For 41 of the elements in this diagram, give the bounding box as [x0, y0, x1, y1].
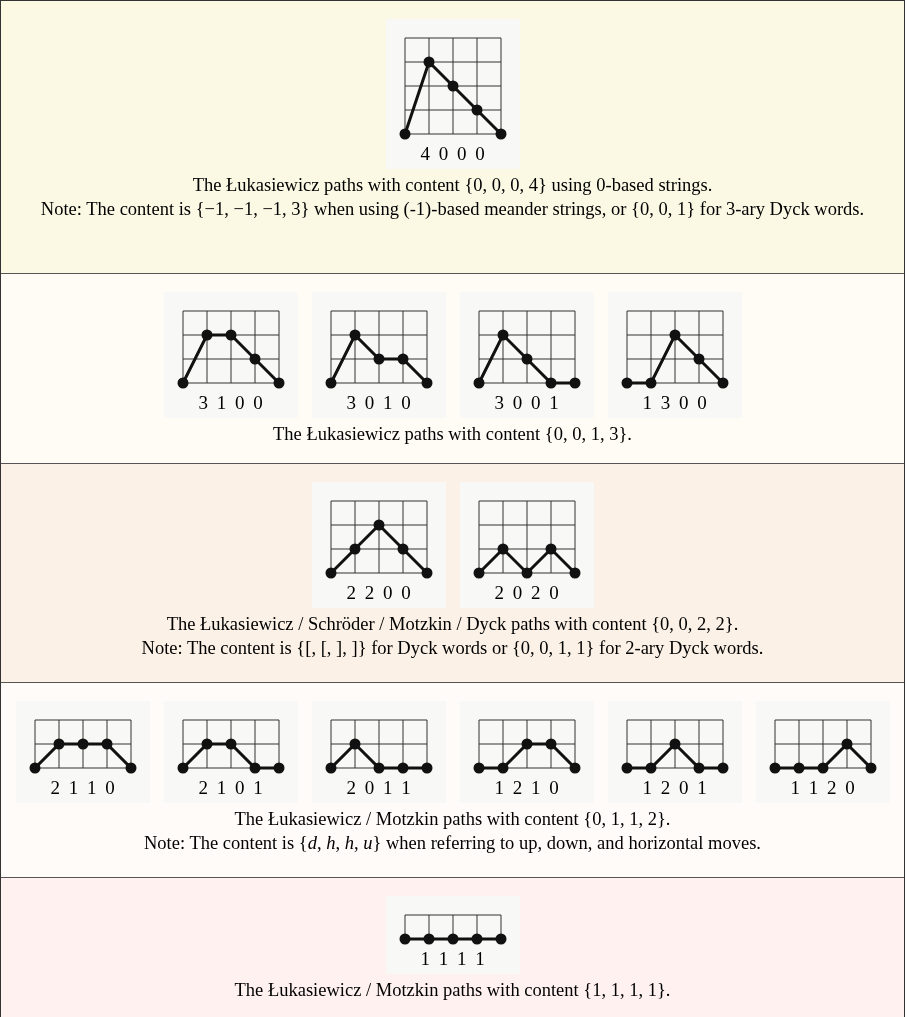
note-text: Note: The content is {d, h, h, u} when referring to up, down, and horizontal moves.: [144, 832, 761, 855]
section-panel: [1, 464, 904, 683]
section-panel: [1, 878, 904, 1017]
path-code: 1 1 1 1: [420, 948, 485, 970]
path-card: [459, 701, 594, 803]
path-code: 2 0 2 0: [494, 582, 559, 604]
path-code: 3 1 0 0: [198, 392, 263, 414]
caption-text: The Łukasiewicz / Motzkin paths with content {0, 1, 1, 2}.: [234, 808, 671, 831]
path-card: [607, 292, 742, 418]
path-code: 2 1 1 0: [50, 777, 115, 799]
note-text: Note: The content is {[, [, ], ]} for Dyck words or {0, 0, 1, 1} for 2-ary Dyck words.: [141, 637, 764, 660]
path-card: [385, 19, 520, 169]
path-code: 1 2 1 0: [494, 777, 559, 799]
path-card: [311, 482, 446, 608]
path-code: 1 1 2 0: [790, 777, 855, 799]
path-card: [311, 701, 446, 803]
path-code: 3 0 1 0: [346, 392, 411, 414]
path-card: [459, 292, 594, 418]
path-card: [607, 701, 742, 803]
path-card: [15, 701, 150, 803]
caption-text: The Łukasiewicz paths with content {0, 0, 1, 3}.: [273, 423, 632, 446]
path-card: [311, 292, 446, 418]
section-panel: [1, 1, 904, 274]
path-code: 2 0 1 1: [346, 777, 411, 799]
path-code: 1 3 0 0: [642, 392, 707, 414]
path-code: 2 1 0 1: [198, 777, 263, 799]
path-card: [385, 896, 520, 974]
path-code: 3 0 0 1: [494, 392, 559, 414]
path-card: [459, 482, 594, 608]
path-code: 2 2 0 0: [346, 582, 411, 604]
path-card: [163, 292, 298, 418]
path-card: [755, 701, 890, 803]
section-panel: [1, 274, 904, 464]
path-card: [163, 701, 298, 803]
path-code: 4 0 0 0: [420, 143, 485, 165]
path-code: 1 2 0 1: [642, 777, 707, 799]
caption-text: The Łukasiewicz / Schröder / Motzkin / Dyck paths with content {0, 0, 2, 2}.: [166, 613, 739, 636]
caption-text: The Łukasiewicz / Motzkin paths with content {1, 1, 1, 1}.: [234, 979, 671, 1002]
caption-text: The Łukasiewicz paths with content {0, 0, 0, 4} using 0-based strings.: [192, 174, 713, 197]
section-panel: [1, 683, 904, 878]
note-text: Note: The content is {−1, −1, −1, 3} when using (-1)-based meander strings, or {0, 0, 1} for 3-ary Dyck words.: [40, 198, 865, 221]
